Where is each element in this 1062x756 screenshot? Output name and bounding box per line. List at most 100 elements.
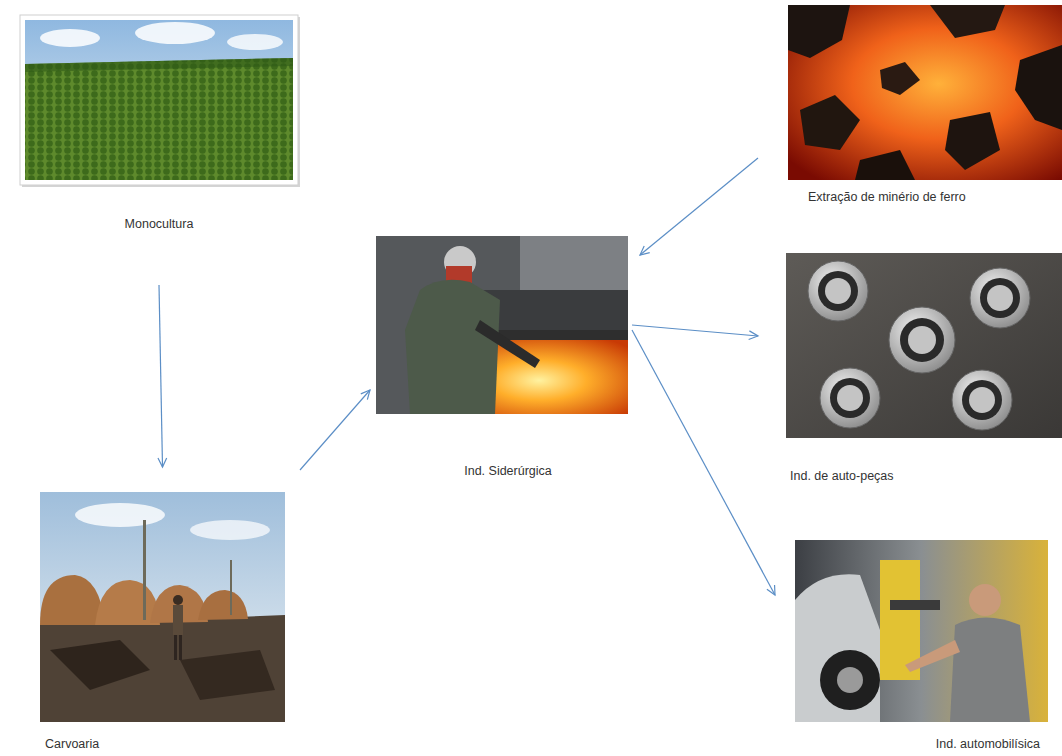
arrow-head <box>767 585 775 595</box>
arrow-line <box>159 285 163 467</box>
illustration-part <box>1015 45 1062 130</box>
illustration-part <box>900 318 944 362</box>
illustration-part <box>135 22 215 44</box>
illustration-part <box>980 278 1020 318</box>
node-caption: Ind. automobilísica <box>795 737 1048 752</box>
photo-node: Carvoaria <box>40 492 285 752</box>
illustration-part <box>800 95 860 150</box>
illustration-part <box>50 640 150 690</box>
photo-area <box>788 5 1062 190</box>
arrow-line <box>640 158 758 255</box>
illustration-part <box>179 635 182 660</box>
arrow-head <box>158 458 167 467</box>
illustration-part <box>25 58 293 72</box>
monoculture-photo <box>20 15 300 187</box>
photo-area <box>40 492 285 737</box>
illustration-part <box>952 370 1012 430</box>
flow-arrow <box>300 390 370 470</box>
car-factory-photo <box>795 540 1048 722</box>
photo-node: Extração de minério de ferro <box>788 5 1062 205</box>
illustration-part <box>962 380 1002 420</box>
illustration-part <box>227 34 283 50</box>
photo-area <box>20 15 298 217</box>
arrow-line <box>300 390 370 470</box>
arrow-line <box>632 325 758 336</box>
illustration-part <box>808 261 868 321</box>
bearing <box>952 370 1012 430</box>
auto-parts-photo <box>786 253 1062 438</box>
illustration-part <box>230 560 232 615</box>
illustration-part <box>889 307 955 373</box>
photo-node: Ind. Siderúrgica <box>376 236 628 479</box>
illustration-part <box>837 667 863 693</box>
flow-arrow <box>632 330 775 595</box>
illustration-part <box>198 590 248 620</box>
illustration-part <box>855 150 915 180</box>
illustration-part <box>25 58 293 180</box>
illustration-part <box>786 253 1062 438</box>
illustration-part <box>795 574 880 722</box>
illustration-part <box>788 5 1062 180</box>
illustration-part <box>818 271 858 311</box>
illustration-part <box>405 280 500 414</box>
arrow-line <box>632 330 775 595</box>
node-caption: Carvoaria <box>40 737 285 752</box>
illustration-part <box>987 285 1013 311</box>
node-caption: Ind. de auto-peças <box>786 469 1062 484</box>
flow-arrow <box>632 325 758 340</box>
bearing <box>970 268 1030 328</box>
photo-node: Ind. de auto-peças <box>786 253 1062 484</box>
arrow-head <box>361 390 370 400</box>
illustration-part <box>945 112 1000 170</box>
illustration-part <box>20 15 298 185</box>
node-caption: Ind. Siderúrgica <box>376 464 628 479</box>
bearing <box>820 368 880 428</box>
illustration-part <box>788 5 850 58</box>
photo-area <box>795 540 1048 737</box>
illustration-part <box>905 640 960 672</box>
illustration-part <box>40 29 100 47</box>
illustration-part <box>820 650 880 710</box>
photo-node: Monocultura <box>20 15 298 232</box>
illustration-part <box>930 5 1005 38</box>
illustration-part <box>969 387 995 413</box>
illustration-part <box>970 268 1030 328</box>
illustration-part <box>880 62 920 95</box>
illustration-part <box>40 575 105 625</box>
illustration-part <box>969 584 1001 616</box>
charcoal-kiln-photo <box>40 492 285 722</box>
flow-arrow <box>158 285 167 467</box>
illustration-part <box>376 236 628 414</box>
illustration-part <box>830 378 870 418</box>
illustration-part <box>820 368 880 428</box>
bearing <box>808 261 868 321</box>
illustration-part <box>174 635 177 660</box>
illustration-part <box>908 326 936 354</box>
illustration-part <box>795 540 1048 722</box>
photo-area <box>786 253 1062 469</box>
illustration-part <box>475 320 540 368</box>
illustration-part <box>825 278 851 304</box>
illustration-part <box>95 580 160 625</box>
illustration-part <box>190 520 270 540</box>
iron-ore-photo <box>788 5 1062 180</box>
illustration-part <box>75 503 165 527</box>
illustration-part <box>890 600 940 610</box>
flow-arrow <box>640 158 758 255</box>
illustration-part <box>950 618 1030 723</box>
node-caption: Monocultura <box>20 217 298 232</box>
illustration-part <box>40 615 285 722</box>
photo-node: Ind. automobilísica <box>795 540 1048 752</box>
steel-mill-photo <box>376 236 628 414</box>
arrow-head <box>749 331 758 340</box>
illustration-part <box>520 236 628 296</box>
node-caption: Extração de minério de ferro <box>788 190 1062 205</box>
bearing <box>889 307 955 373</box>
illustration-part <box>173 605 183 635</box>
arrow-head <box>640 246 650 255</box>
illustration-part <box>22 17 300 187</box>
photo-area <box>376 236 628 464</box>
